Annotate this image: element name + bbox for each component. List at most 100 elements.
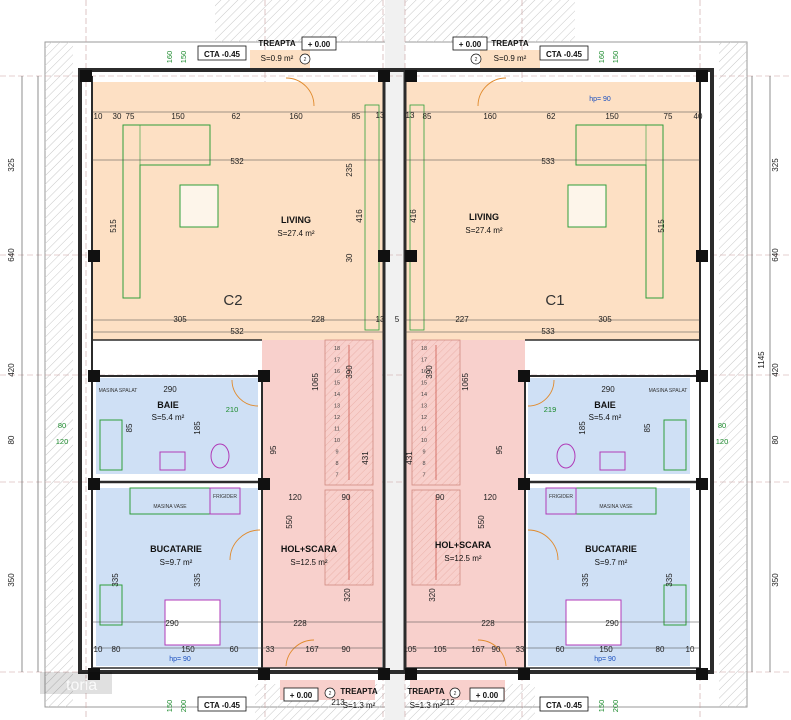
coffee-table-c2: [179, 184, 219, 228]
dim-corridor: 235: [345, 163, 354, 177]
dim-living-width-bottom-c1: 533: [541, 327, 555, 336]
pillar: [696, 668, 708, 680]
cta-tag-bottom-c2: CTA -0.45: [204, 701, 241, 710]
fridge-c2: [209, 487, 241, 515]
shower-c2: [99, 419, 123, 471]
dim-hall-431-c1: 431: [405, 451, 414, 465]
dim-top-row-left: 30: [113, 112, 122, 121]
dim-corridor: 30: [345, 253, 354, 262]
dim-stair-320-c2: 320: [343, 588, 352, 602]
dining-table-c2: [164, 599, 221, 646]
stair-step-number: 14: [421, 392, 427, 398]
bath-label-c2: BAIE: [157, 400, 179, 410]
pillar: [88, 668, 100, 680]
dim-hall-390-c2: 390: [345, 365, 354, 379]
dim-bottom-row-right: 60: [556, 645, 565, 654]
dim-stair-213: 213: [331, 698, 345, 707]
pillar: [258, 478, 270, 490]
bath-c2: [96, 378, 258, 474]
dim-bottom-row-right: 80: [656, 645, 665, 654]
dim-living-bottom-right: 227: [455, 315, 469, 324]
washer-label-c2: MASINA SPALAT: [99, 388, 138, 394]
dim-side-150-top: 150: [179, 51, 188, 64]
dim-kitchen-inner-c1: 335: [581, 573, 590, 587]
stove-c2: [99, 584, 123, 626]
dim-side-200-bottom-r: 200: [611, 700, 620, 713]
watermark: toria: [40, 672, 112, 694]
pillar: [378, 250, 390, 262]
pillar: [88, 478, 100, 490]
dim-top-row-right: 85: [423, 112, 432, 121]
kitchen-area-c2: S=9.7 m²: [160, 558, 193, 567]
pillars: [80, 70, 708, 680]
section-marker-bottom-c2: 2: [329, 691, 332, 697]
dim-side-160-top-r: 160: [597, 51, 606, 64]
fridge-c1: [545, 487, 577, 515]
treapta-label-bottom-c1: TREAPTA: [407, 687, 444, 696]
dim-bottom-row-left: 105: [403, 645, 417, 654]
stair-step-number: 7: [422, 473, 425, 479]
dim-living-depth-c2: 515: [109, 219, 118, 233]
dim-bottom-row-right: 33: [516, 645, 525, 654]
dim-bath-height-c2: 185: [193, 421, 202, 435]
stair-step-number: 9: [335, 450, 338, 456]
living-label-c2: LIVING: [281, 215, 311, 225]
stair-step-number: 17: [334, 358, 340, 364]
sink-bath-c2: [159, 451, 186, 471]
dim-top-row-right: 160: [483, 112, 497, 121]
dim-bottom-row-right: 150: [599, 645, 613, 654]
dim-hall-120-c1: 120: [483, 493, 497, 502]
dim-top-row-right: 62: [547, 112, 556, 121]
dim-corridor: 13: [376, 111, 385, 120]
stair-step-number: 16: [334, 369, 340, 375]
dim-side-150-bottom: 150: [165, 700, 174, 713]
pillar: [378, 70, 390, 82]
pillar: [518, 478, 530, 490]
outer-dimension-lines: [21, 76, 771, 672]
stair-step-number: 12: [334, 415, 340, 421]
hp-label-bottom-c1: hp= 90: [594, 656, 616, 663]
dim-left-outer: 80: [7, 435, 16, 444]
dim-top-row-right: 40: [694, 112, 703, 121]
pillar: [88, 370, 100, 382]
dim-bottom-row-left: 60: [230, 645, 239, 654]
dim-bottom-row-left: 10: [94, 645, 103, 654]
dim-bath-door-c1: 219: [544, 405, 557, 414]
dim-right-outer: 350: [771, 573, 780, 587]
level-tag-bottom-c1: + 0.00: [476, 691, 499, 700]
furniture: [99, 124, 687, 646]
dim-side-120-right: 120: [716, 437, 729, 446]
level-tags: CTA -0.45 CTA -0.45 TREAPTA S=0.9 m² TRE…: [197, 36, 589, 712]
pillar: [696, 478, 708, 490]
dim-top-row-left: 62: [232, 112, 241, 121]
dim-hall-length-c1: 1065: [461, 373, 470, 391]
section-marker-bottom-c1: 2: [454, 691, 457, 697]
stove-c1: [663, 584, 687, 626]
cta-tag-top-c1: CTA -0.45: [546, 50, 583, 59]
pillar: [405, 250, 417, 262]
dim-bottom-row-left: 33: [266, 645, 275, 654]
pillar: [378, 668, 390, 680]
dim-top-row-right: 75: [664, 112, 673, 121]
shower-c1: [663, 419, 687, 471]
dim-right-outer: 325: [771, 158, 780, 172]
pillar: [518, 668, 530, 680]
dim-side-80-left: 80: [58, 421, 66, 430]
dim-right-outer: 420: [771, 363, 780, 377]
dim-bottom-row-right: 90: [492, 645, 501, 654]
bath-area-c1: S=5.4 m²: [589, 413, 622, 422]
pillar: [405, 668, 417, 680]
dim-hall-95-c2: 95: [269, 445, 278, 454]
walls: [78, 68, 714, 674]
kitchen-label-c2: BUCATARIE: [150, 544, 202, 554]
unit-name-c1: C1: [545, 292, 564, 309]
dim-living-bottom-left: 305: [173, 315, 187, 324]
dim-kitchen-depth-c2: 335: [111, 573, 120, 587]
stair-step-number: 8: [422, 461, 425, 467]
dim-living-bottom-right: 305: [598, 315, 612, 324]
step-top-c1: [480, 50, 540, 68]
sink-bath-c1: [599, 451, 626, 471]
treapta-area-bottom-c2: S=1.3 m²: [343, 701, 376, 710]
appliance-labels: FRIGIDER FRIGIDER MASINA VASE MASINA VAS…: [99, 96, 688, 663]
